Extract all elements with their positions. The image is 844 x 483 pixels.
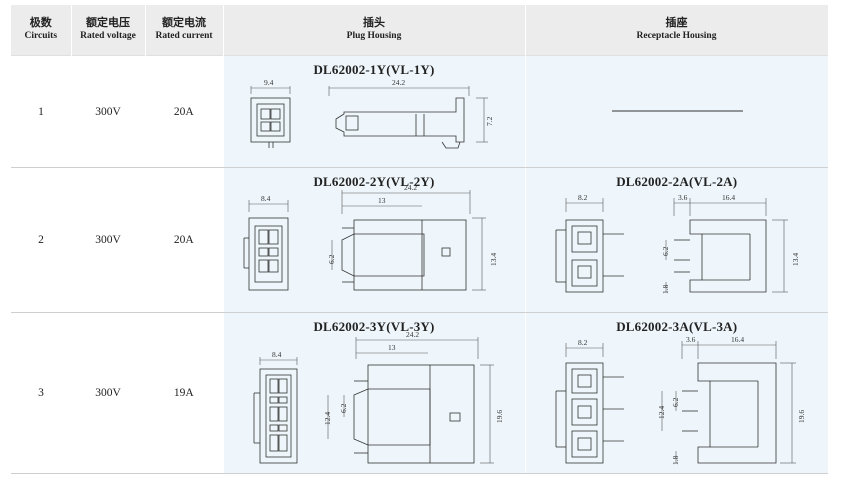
plug-dim-width: 8.4 [272, 350, 282, 359]
voltage-cell: 300V [71, 55, 145, 168]
plug-drawing: 9.4 24.2 7.2 [250, 78, 494, 149]
receptacle-dim-span: 12.4 [657, 406, 666, 419]
table-row: 3 300V 19A DL62002-3Y(VL-3Y) 8.4 [11, 312, 828, 474]
current-cell: 20A [145, 167, 223, 313]
receptacle-dim-offset: 3.6 [686, 335, 696, 344]
voltage-cell: 300V [71, 312, 145, 474]
plug-dim-width: 8.4 [261, 194, 271, 203]
plug-dim-width: 9.4 [264, 78, 274, 87]
receptacle-model: DL62002-3A(VL-3A) [616, 319, 738, 334]
circuits-cell: 2 [11, 167, 71, 313]
receptacle-dim-width: 8.2 [578, 338, 588, 347]
plug-dim-mid: 13 [388, 343, 396, 352]
plug-cell: DL62002-2Y(VL-2Y) 8.4 24.2 [222, 167, 525, 313]
receptacle-dim-pitch: 6.2 [661, 246, 670, 256]
table-row: 1 300V 20A DL62002-1Y(VL-1Y) 9.4 [11, 55, 828, 168]
receptacle-dim-height: 19.6 [797, 410, 806, 423]
receptacle-model: DL62002-2A(VL-2A) [616, 174, 738, 189]
voltage-cell: 300V [71, 167, 145, 313]
receptacle-cell: DL62002-2A(VL-2A) 8.2 3.6 16.4 [524, 167, 828, 313]
plug-model: DL62002-3Y(VL-3Y) [313, 319, 435, 334]
receptacle-drawing [611, 110, 743, 112]
plug-model: DL62002-2Y(VL-2Y) [313, 174, 435, 189]
plug-dim-height: 7.2 [485, 116, 494, 126]
receptacle-drawing: 8.2 3.6 16.4 6.2 [555, 335, 806, 465]
circuits-cell: 1 [11, 55, 71, 168]
receptacle-dim-height: 13.4 [791, 253, 800, 266]
plug-dim-mid: 13 [378, 196, 386, 205]
receptacle-dim-width: 8.2 [578, 193, 588, 202]
receptacle-dim-length: 16.4 [731, 335, 744, 344]
plug-drawing: 8.4 24.2 13 [253, 330, 504, 464]
receptacle-dim-length: 16.4 [722, 193, 735, 202]
plug-cell: DL62002-3Y(VL-3Y) 8.4 24.2 [222, 312, 525, 474]
plug-dim-length: 24.2 [392, 78, 405, 87]
plug-dim-pitch: 6.2 [327, 254, 336, 264]
plug-model: DL62002-1Y(VL-1Y) [313, 62, 435, 77]
plug-cell: DL62002-1Y(VL-1Y) 9.4 24.2 [222, 55, 525, 168]
plug-dim-pitch: 6.2 [339, 403, 348, 413]
receptacle-dim-pitch: 6.2 [671, 397, 680, 407]
plug-dim-length: 24.2 [404, 183, 417, 192]
table-row: 2 300V 20A DL62002-2Y(VL-2Y) 8.4 [11, 167, 828, 313]
plug-dim-height: 13.4 [489, 253, 498, 266]
receptacle-dim-small: 1.8 [671, 455, 680, 465]
current-cell: 19A [145, 312, 223, 474]
receptacle-dim-small: 1.8 [661, 284, 670, 294]
plug-dim-span: 12.4 [323, 412, 332, 425]
receptacle-drawing: 8.2 3.6 16.4 6.2 [555, 193, 800, 294]
receptacle-dim-offset: 3.6 [678, 193, 688, 202]
circuits-cell: 3 [11, 312, 71, 474]
plug-drawing: 8.4 24.2 13 [243, 183, 498, 291]
plug-dim-length: 24.2 [406, 330, 419, 339]
plug-dim-height: 19.6 [495, 410, 504, 423]
receptacle-cell: DL62002-3A(VL-3A) 8.2 3.6 16.4 [524, 312, 828, 474]
receptacle-cell [524, 55, 828, 168]
current-cell: 20A [145, 55, 223, 168]
